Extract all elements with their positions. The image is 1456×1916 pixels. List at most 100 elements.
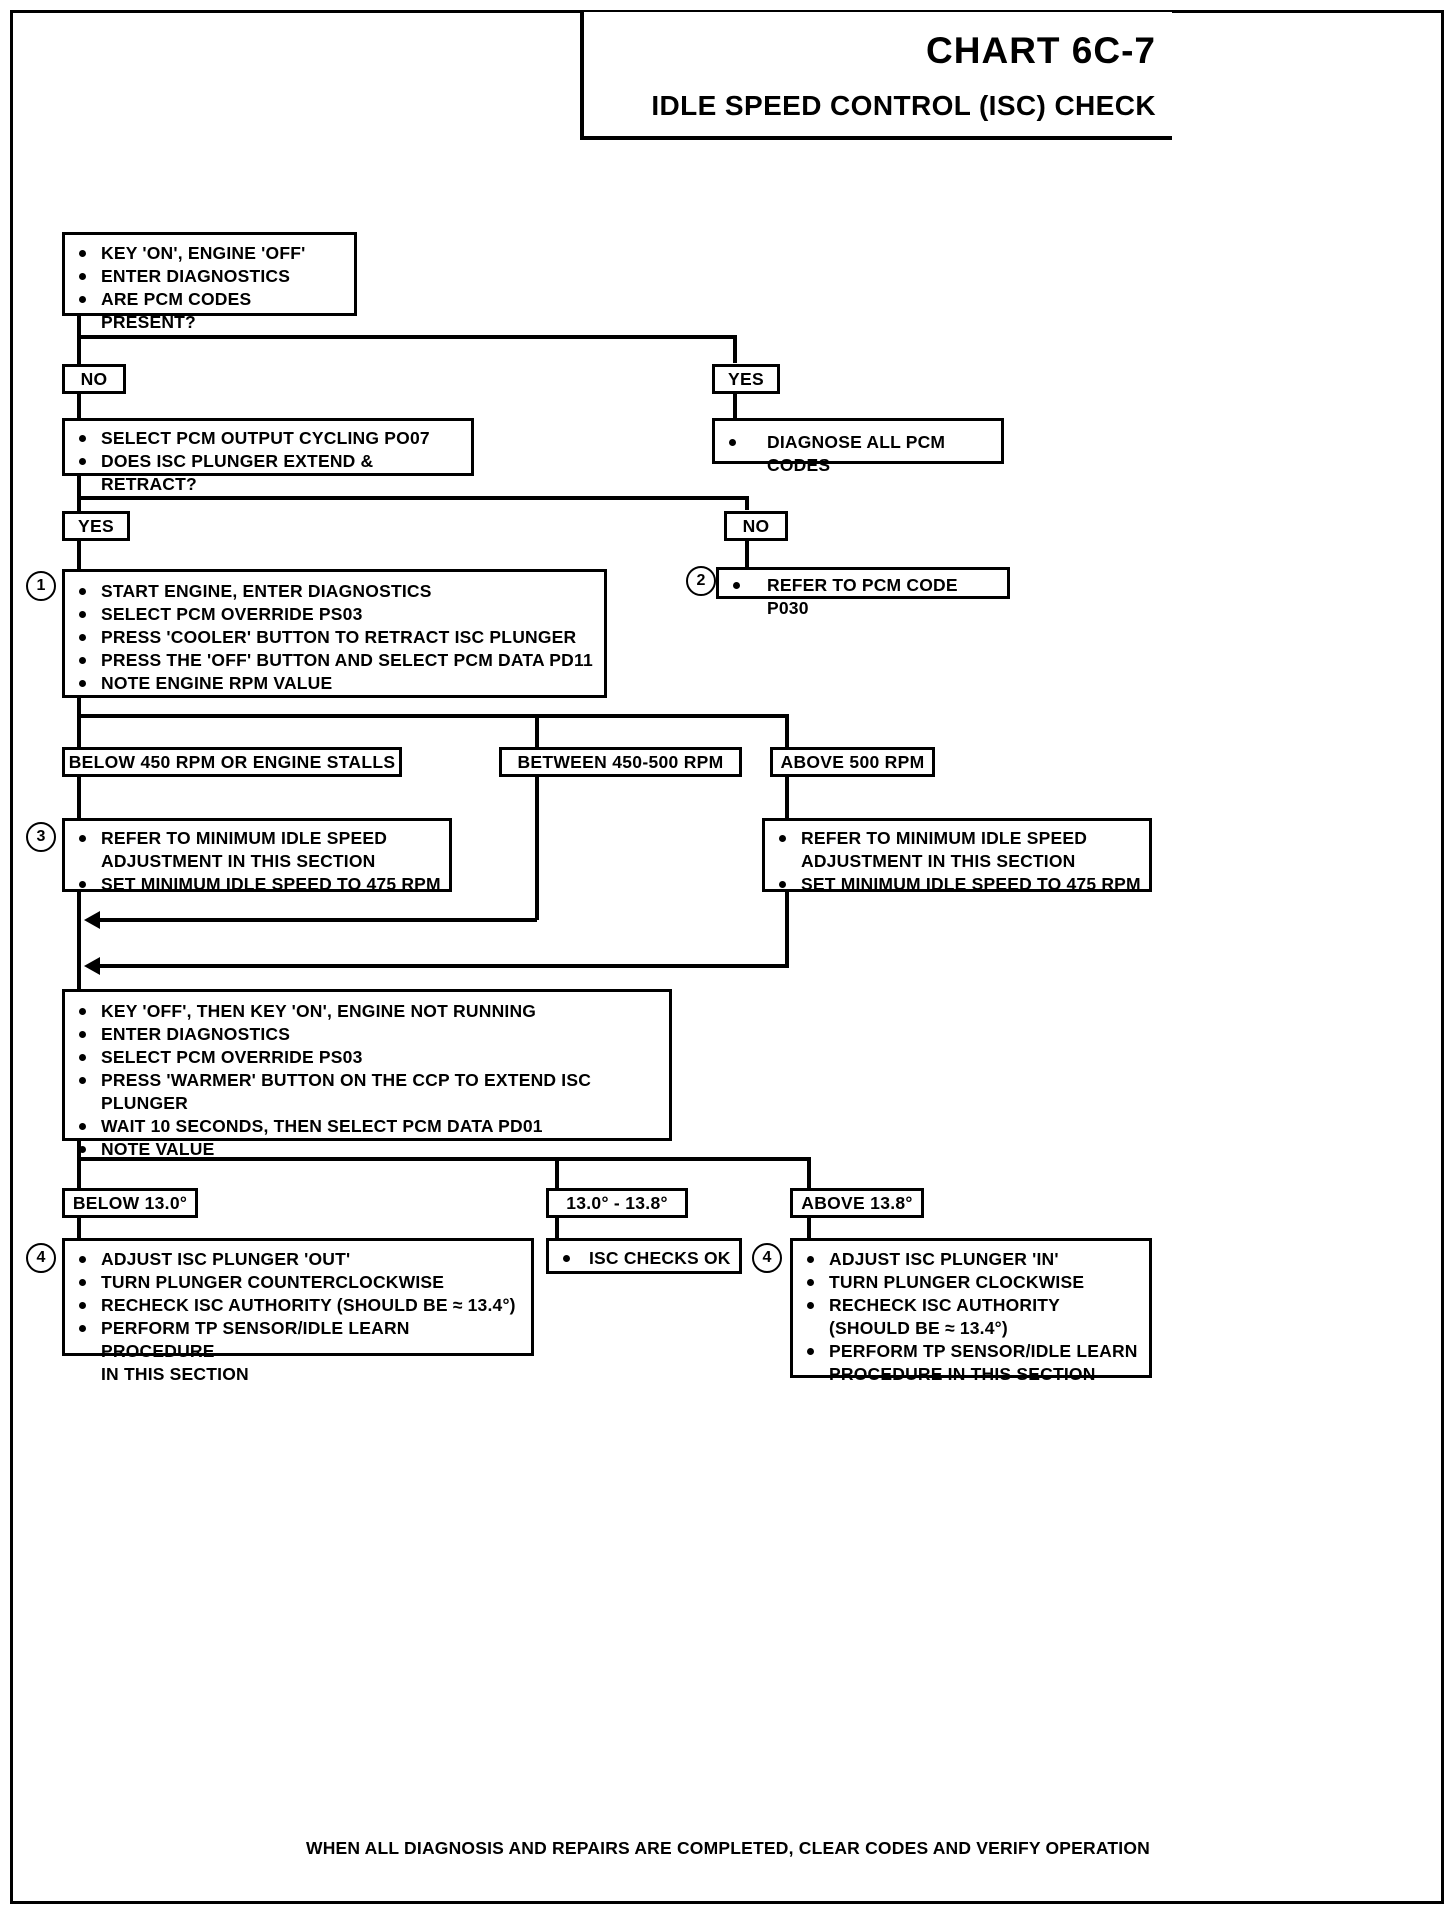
output-cycling-box: SELECT PCM OUTPUT CYCLING PO07 DOES ISC … xyxy=(62,418,474,494)
connector-line xyxy=(785,892,789,968)
list-item: PERFORM TP SENSOR/IDLE LEARN PROCEDURE I… xyxy=(799,1340,1143,1386)
page-border xyxy=(10,10,1444,1904)
connector-line xyxy=(77,316,81,366)
connector-line xyxy=(77,1157,811,1161)
list-item: NOTE VALUE xyxy=(71,1138,663,1161)
key-cycle-list: KEY 'OFF', THEN KEY 'ON', ENGINE NOT RUN… xyxy=(71,1000,663,1161)
list-item: ADJUST ISC PLUNGER 'OUT' xyxy=(71,1248,525,1271)
range-label-text: BELOW 450 RPM OR ENGINE STALLS xyxy=(68,751,396,772)
key-cycle-box: KEY 'OFF', THEN KEY 'ON', ENGINE NOT RUN… xyxy=(62,989,672,1159)
branch-label-text: NO xyxy=(80,368,108,389)
title-block: CHART 6C-7 IDLE SPEED CONTROL (ISC) CHEC… xyxy=(580,12,1172,140)
connector-line xyxy=(77,892,81,1002)
branch-label-yes: YES xyxy=(62,511,130,541)
chart-title: IDLE SPEED CONTROL (ISC) CHECK xyxy=(651,90,1156,121)
connector-line xyxy=(555,1157,559,1189)
list-item: ADJUST ISC PLUNGER 'IN' xyxy=(799,1248,1143,1271)
connector-line xyxy=(77,777,81,818)
list-item: TURN PLUNGER COUNTERCLOCKWISE xyxy=(71,1271,525,1294)
connector-line xyxy=(733,335,737,363)
diagnose-codes-box: DIAGNOSE ALL PCM CODES xyxy=(712,418,1004,475)
range-label-text: ABOVE 500 RPM xyxy=(780,751,925,772)
list-item: PRESS 'WARMER' BUTTON ON THE CCP TO EXTE… xyxy=(71,1069,663,1115)
range-label-below-13: BELOW 13.0° xyxy=(62,1188,198,1218)
adjust-out-box: ADJUST ISC PLUNGER 'OUT' TURN PLUNGER CO… xyxy=(62,1238,534,1384)
list-item: PRESS THE 'OFF' BUTTON AND SELECT PCM DA… xyxy=(71,649,598,672)
range-label-text: BETWEEN 450-500 RPM xyxy=(517,751,724,772)
step3-list: REFER TO MINIMUM IDLE SPEED ADJUSTMENT I… xyxy=(71,827,443,896)
step-marker-3: 3 xyxy=(26,822,56,852)
start-list: KEY 'ON', ENGINE 'OFF' ENTER DIAGNOSTICS… xyxy=(71,242,348,334)
adjust-in-box: ADJUST ISC PLUNGER 'IN' TURN PLUNGER CLO… xyxy=(790,1238,1152,1384)
list-item: REFER TO PCM CODE P030 xyxy=(725,574,1001,620)
connector-line xyxy=(95,964,787,968)
list-item: SELECT PCM OVERRIDE PS03 xyxy=(71,1046,663,1069)
step-marker-text: 4 xyxy=(762,1249,772,1266)
step3-box: REFER TO MINIMUM IDLE SPEED ADJUSTMENT I… xyxy=(62,818,452,894)
step-marker-2: 2 xyxy=(686,566,716,596)
connector-line xyxy=(535,714,539,748)
connector-line xyxy=(77,496,749,500)
list-item: RECHECK ISC AUTHORITY (SHOULD BE ≈ 13.4°… xyxy=(71,1294,525,1317)
output-cycling-list: SELECT PCM OUTPUT CYCLING PO07 DOES ISC … xyxy=(71,427,465,496)
list-item: RECHECK ISC AUTHORITY (SHOULD BE ≈ 13.4°… xyxy=(799,1294,1143,1340)
list-item: SET MINIMUM IDLE SPEED TO 475 RPM xyxy=(771,873,1143,896)
list-item: ISC CHECKS OK xyxy=(555,1247,733,1270)
connector-line xyxy=(77,335,737,339)
step2-box: REFER TO PCM CODE P030 xyxy=(716,567,1010,618)
connector-line xyxy=(745,496,749,510)
list-item: ARE PCM CODES PRESENT? xyxy=(71,288,348,334)
min-idle-right-box: REFER TO MINIMUM IDLE SPEED ADJUSTMENT I… xyxy=(762,818,1152,894)
step-marker-text: 1 xyxy=(36,577,46,594)
list-item: DOES ISC PLUNGER EXTEND & RETRACT? xyxy=(71,450,465,496)
list-item: ENTER DIAGNOSTICS xyxy=(71,265,348,288)
range-label-above-138: ABOVE 13.8° xyxy=(790,1188,924,1218)
list-item: NOTE ENGINE RPM VALUE xyxy=(71,672,598,695)
list-item: KEY 'ON', ENGINE 'OFF' xyxy=(71,242,348,265)
connector-line xyxy=(785,714,789,748)
connector-line xyxy=(745,541,749,571)
list-item: PERFORM TP SENSOR/IDLE LEARN PROCEDURE I… xyxy=(71,1317,525,1386)
list-item: TURN PLUNGER CLOCKWISE xyxy=(799,1271,1143,1294)
list-item: DIAGNOSE ALL PCM CODES xyxy=(721,431,995,477)
range-label-13-to-138: 13.0° - 13.8° xyxy=(546,1188,688,1218)
connector-line xyxy=(77,541,81,571)
range-label-below-450: BELOW 450 RPM OR ENGINE STALLS xyxy=(62,747,402,777)
connector-line xyxy=(77,698,81,750)
list-item: WAIT 10 SECONDS, THEN SELECT PCM DATA PD… xyxy=(71,1115,663,1138)
range-label-above-500: ABOVE 500 RPM xyxy=(770,747,935,777)
connector-line xyxy=(77,1218,81,1240)
range-label-text: BELOW 13.0° xyxy=(72,1192,188,1213)
step2-list: REFER TO PCM CODE P030 xyxy=(725,574,1001,620)
connector-line xyxy=(785,777,789,818)
branch-label-no: NO xyxy=(724,511,788,541)
isc-checks-ok-box: ISC CHECKS OK xyxy=(546,1238,742,1274)
chart-number: CHART 6C-7 xyxy=(926,30,1156,71)
list-item: SELECT PCM OUTPUT CYCLING PO07 xyxy=(71,427,465,450)
min-idle-right-list: REFER TO MINIMUM IDLE SPEED ADJUSTMENT I… xyxy=(771,827,1143,896)
step-marker-4-right: 4 xyxy=(752,1243,782,1273)
list-item: REFER TO MINIMUM IDLE SPEED ADJUSTMENT I… xyxy=(71,827,443,873)
step-marker-1: 1 xyxy=(26,571,56,601)
list-item: REFER TO MINIMUM IDLE SPEED ADJUSTMENT I… xyxy=(771,827,1143,873)
branch-label-yes: YES xyxy=(712,364,780,394)
merge-arrow-icon xyxy=(84,911,100,929)
connector-line xyxy=(77,714,789,718)
list-item: START ENGINE, ENTER DIAGNOSTICS xyxy=(71,580,598,603)
list-item: SET MINIMUM IDLE SPEED TO 475 RPM xyxy=(71,873,443,896)
connector-line xyxy=(77,1141,81,1189)
footer-note: WHEN ALL DIAGNOSIS AND REPAIRS ARE COMPL… xyxy=(306,1838,1150,1858)
branch-label-text: NO xyxy=(742,515,770,536)
step-marker-text: 3 xyxy=(36,828,46,845)
step1-box: START ENGINE, ENTER DIAGNOSTICS SELECT P… xyxy=(62,569,607,698)
connector-line xyxy=(95,918,537,922)
list-item: KEY 'OFF', THEN KEY 'ON', ENGINE NOT RUN… xyxy=(71,1000,663,1023)
branch-label-no: NO xyxy=(62,364,126,394)
list-item: SELECT PCM OVERRIDE PS03 xyxy=(71,603,598,626)
connector-line xyxy=(77,394,81,420)
connector-line xyxy=(807,1218,811,1240)
range-label-between-450-500: BETWEEN 450-500 RPM xyxy=(499,747,742,777)
range-label-text: 13.0° - 13.8° xyxy=(566,1192,668,1213)
diagnose-codes-list: DIAGNOSE ALL PCM CODES xyxy=(721,431,995,477)
